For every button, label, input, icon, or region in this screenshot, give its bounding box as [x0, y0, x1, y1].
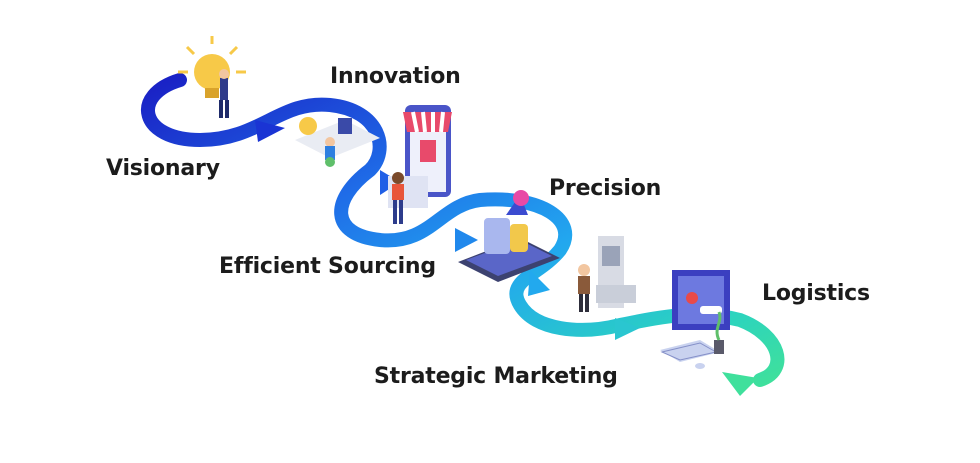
- arrowhead-6: [722, 372, 758, 396]
- desk-worker-icon: [295, 117, 380, 167]
- laptop-video-call-icon: [660, 270, 730, 369]
- kiosk-worker-icon: [578, 236, 636, 312]
- step-label-logistics: Logistics: [762, 281, 870, 306]
- arrowhead-3: [455, 228, 478, 252]
- step-label-visionary: Visionary: [106, 156, 220, 181]
- flow-ribbon: [141, 73, 785, 387]
- lightbulb-person-icon: [178, 36, 246, 118]
- thumbs-up-phone-icon: [458, 190, 560, 282]
- arrowhead-1: [255, 120, 285, 142]
- arrowhead-5: [615, 318, 640, 340]
- step-label-precision: Precision: [549, 176, 662, 201]
- storefront-phone-icon: [388, 105, 452, 224]
- step-label-innovation: Innovation: [330, 64, 461, 89]
- arrowhead-4: [528, 270, 550, 296]
- step-label-marketing: Strategic Marketing: [374, 364, 618, 389]
- step-label-sourcing: Efficient Sourcing: [219, 254, 436, 279]
